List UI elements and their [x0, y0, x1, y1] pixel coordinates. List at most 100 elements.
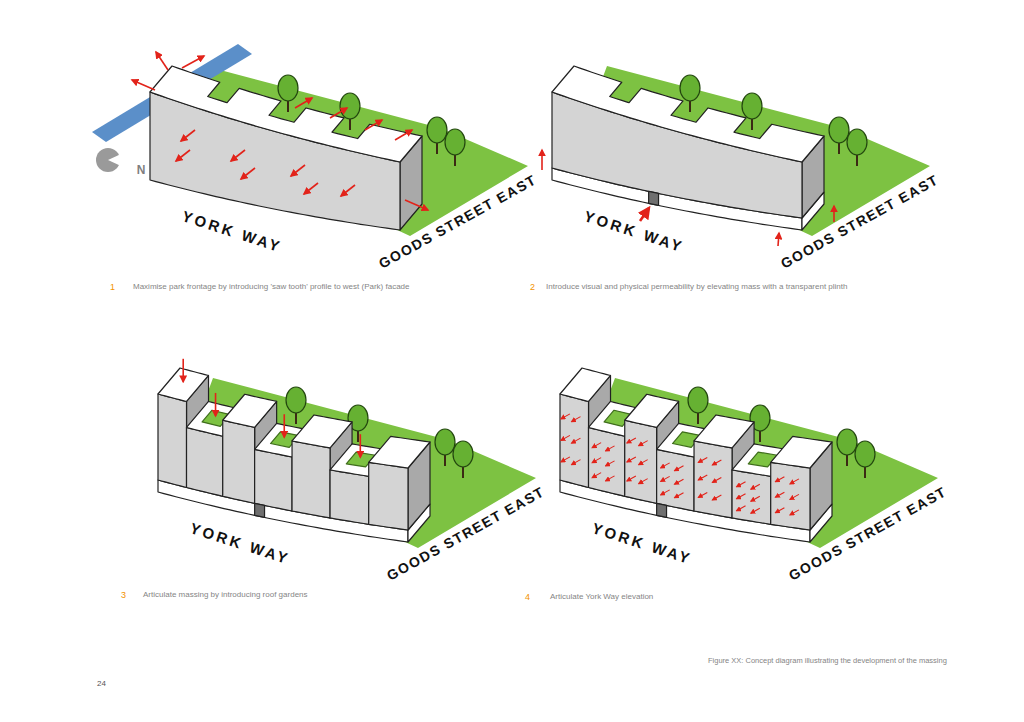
direction-arrow: [291, 165, 305, 176]
entrance: [649, 191, 659, 205]
roof-saw-tooth: [150, 66, 422, 162]
step-caption: Maximise park frontage by introducing 's…: [133, 283, 410, 292]
direction-arrow: [775, 477, 784, 482]
tree-canopy: [427, 117, 447, 143]
direction-arrow: [541, 150, 543, 170]
direction-arrow: [181, 130, 195, 141]
direction-arrow: [182, 56, 204, 68]
direction-arrow: [661, 490, 670, 495]
massing-panel: [92, 44, 528, 236]
direction-arrow: [176, 150, 190, 161]
roof-saw-tooth: [552, 66, 824, 162]
tree-canopy: [837, 429, 857, 455]
step-number: 3: [121, 591, 126, 601]
tree-symbol: [286, 387, 306, 424]
tree-canopy: [435, 429, 455, 455]
block-facade: [187, 427, 223, 496]
direction-arrow: [790, 479, 799, 484]
tree-symbol: [829, 117, 849, 154]
direction-arrow: [360, 434, 362, 457]
block-roof: [292, 415, 352, 448]
direction-arrow: [215, 393, 217, 416]
tree-canopy: [340, 93, 360, 119]
tree-symbol: [855, 441, 875, 478]
block-roof: [560, 368, 611, 401]
block-roof: [694, 415, 754, 448]
direction-arrow: [283, 414, 285, 437]
tree-canopy: [286, 387, 306, 413]
direction-arrow: [592, 443, 601, 448]
direction-arrow: [737, 506, 746, 511]
tree-symbol: [742, 93, 762, 130]
block-facade: [625, 420, 657, 503]
tree-symbol: [837, 429, 857, 466]
block-facade: [330, 470, 369, 524]
block-facade: [158, 394, 187, 487]
tree-symbol: [340, 93, 360, 130]
step-number: 1: [110, 283, 115, 293]
entrance: [255, 503, 265, 517]
direction-arrow: [606, 476, 615, 481]
direction-arrow: [330, 108, 347, 118]
page-number: 24: [97, 680, 106, 689]
step-number: 4: [525, 593, 530, 603]
step-caption: Introduce visual and physical permeabili…: [546, 283, 848, 292]
block-facade: [292, 441, 330, 518]
block-facade: [255, 449, 292, 511]
direction-arrow: [405, 200, 428, 210]
block-facade: [657, 449, 694, 511]
direction-arrow: [606, 446, 615, 451]
tree-canopy: [688, 387, 708, 413]
direction-arrow: [241, 168, 255, 179]
direction-arrow: [833, 206, 835, 222]
street-name: YORK WAY: [582, 208, 686, 256]
street-name: GOODS STREET EAST: [778, 172, 941, 272]
tree-symbol: [847, 129, 867, 166]
tree-symbol: [680, 75, 700, 112]
tree-canopy: [445, 129, 465, 155]
figure-caption: Figure XX: Concept diagram illustrating …: [708, 657, 947, 665]
tree-symbol: [435, 429, 455, 466]
direction-arrow: [737, 482, 746, 487]
direction-arrow: [698, 457, 707, 462]
entrance: [657, 503, 667, 517]
block-roof: [771, 436, 832, 468]
direction-arrow: [675, 479, 684, 484]
direction-arrow: [675, 466, 684, 471]
block-facade: [369, 462, 408, 530]
direction-arrow: [627, 457, 636, 462]
block-facade: [732, 470, 771, 524]
tree-symbol: [688, 387, 708, 424]
tree-canopy: [829, 117, 849, 143]
tree-symbol: [445, 129, 465, 166]
direction-arrow: [304, 183, 318, 194]
direction-arrow: [561, 457, 570, 462]
direction-arrow: [182, 359, 184, 382]
direction-arrow: [675, 493, 684, 498]
direction-arrow: [751, 496, 760, 501]
direction-arrow: [751, 508, 760, 513]
direction-arrow: [365, 120, 382, 130]
direction-arrow: [639, 479, 648, 484]
tree-symbol: [427, 117, 447, 154]
direction-arrow: [132, 80, 155, 90]
street-name: YORK WAY: [188, 520, 292, 568]
tree-canopy: [453, 441, 473, 467]
direction-arrow: [778, 233, 779, 246]
direction-arrow: [571, 438, 580, 443]
tree-canopy: [278, 75, 298, 101]
block-facade: [560, 394, 589, 487]
direction-arrow: [627, 476, 636, 481]
block-facade: [771, 462, 810, 530]
direction-arrow: [395, 130, 412, 140]
street-name: YORK WAY: [590, 520, 694, 568]
direction-arrow: [295, 98, 312, 108]
tree-canopy: [742, 93, 762, 119]
tree-symbol: [453, 441, 473, 478]
direction-arrow: [712, 460, 721, 465]
block-roof: [223, 394, 277, 427]
direction-arrow: [751, 484, 760, 489]
